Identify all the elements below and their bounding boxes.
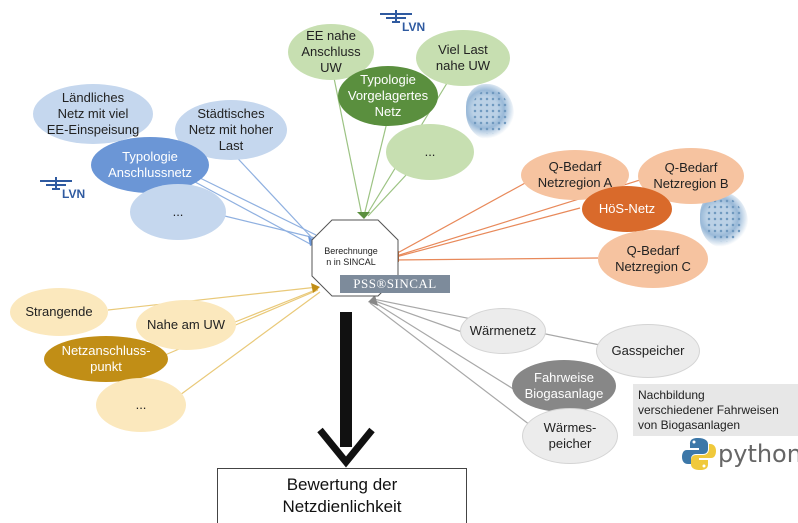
node-typologie-vorgelagertes-netz: Typologie Vorgelagertes Netz — [338, 66, 438, 126]
connector-blue-2 — [227, 147, 315, 241]
node-yellow-ellipsis: ... — [96, 378, 186, 432]
lvn-logo-text: LVN — [402, 20, 426, 34]
node-nahe-am-uw: Nahe am UW — [136, 300, 236, 350]
arrowhead-grey — [368, 295, 378, 306]
python-logo-icon — [682, 438, 716, 470]
node-q-bedarf-c: Q-Bedarf Netzregion C — [598, 230, 708, 288]
germany-map-icon — [466, 84, 514, 140]
biogas-note: Nachbildung verschiedener Fahrweisen von… — [633, 384, 798, 436]
connector-orange-4 — [392, 257, 599, 261]
connector-orange-1 — [391, 181, 528, 257]
connector-orange-2 — [391, 207, 581, 259]
node-fahrweise-biogasanlage: Fahrweise Biogasanlage — [512, 360, 616, 412]
node-waermespeicher: Wärmes- peicher — [522, 408, 618, 464]
arrowhead-yellow — [311, 283, 320, 293]
connector-grey-3 — [371, 300, 516, 391]
node-q-bedarf-b: Q-Bedarf Netzregion B — [638, 148, 744, 204]
node-blue-ellipsis: ... — [130, 184, 226, 240]
node-viel-last-nahe-uw: Viel Last nahe UW — [416, 30, 510, 86]
node-hoes-netz: HöS-Netz — [582, 186, 672, 232]
node-laendliches-netz: Ländliches Netz mit viel EE-Einspeisung — [33, 84, 153, 144]
lvn-logo-top: LVN — [378, 8, 438, 36]
lvn-emblem-icon — [40, 177, 72, 190]
pss-sincal-logo: PSS®SINCAL — [340, 275, 450, 293]
connector-grey-1 — [371, 299, 463, 333]
node-netzanschlusspunkt: Netzanschluss- punkt — [44, 336, 168, 382]
lvn-emblem-icon — [380, 10, 412, 23]
connector-yellow-1 — [107, 286, 319, 311]
connector-green-2 — [363, 109, 391, 217]
node-green-ellipsis: ... — [386, 124, 474, 180]
down-arrow-shaft — [340, 312, 352, 447]
arrowhead-green — [357, 212, 370, 219]
result-box: Bewertung der Netzdienlichkeit — [217, 468, 467, 523]
node-waermenetz: Wärmenetz — [460, 308, 546, 354]
node-gasspeicher: Gasspeicher — [596, 324, 700, 378]
connector-grey-4 — [369, 302, 531, 426]
lvn-logo-left: LVN — [38, 175, 98, 203]
center-label: Berechnunge n in SINCAL — [324, 246, 378, 267]
python-wordmark: python — [718, 440, 798, 468]
down-arrow-head — [317, 427, 375, 468]
node-strangende: Strangende — [10, 288, 108, 336]
connector-yellow-2 — [234, 288, 319, 323]
node-typologie-anschlussnetz: Typologie Anschlussnetz — [91, 137, 209, 193]
connector-yellow-4 — [179, 291, 321, 396]
lvn-logo-text: LVN — [62, 187, 86, 201]
connector-blue-3 — [199, 177, 317, 236]
